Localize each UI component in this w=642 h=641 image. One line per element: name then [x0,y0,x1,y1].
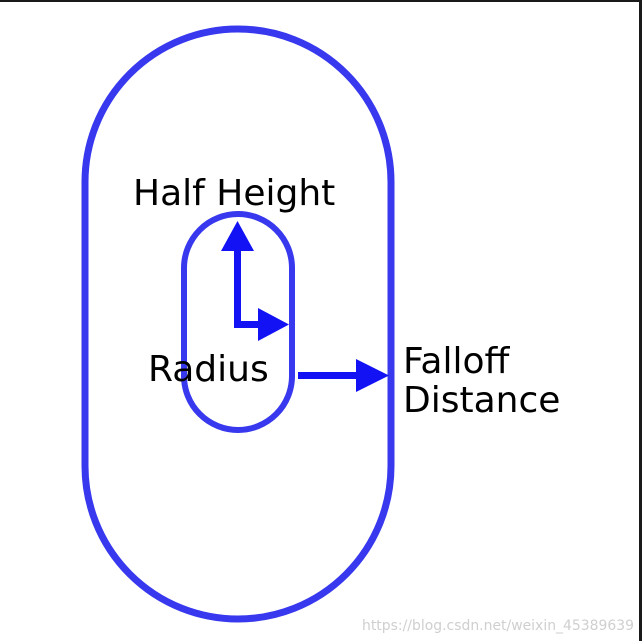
falloff-distance-arrow [298,359,389,392]
radius-arrowhead [258,308,289,341]
falloff-label-line1: Falloff [403,341,510,382]
half-height-arrowhead [221,221,254,251]
falloff-label-line2: Distance [403,380,560,421]
falloff-distance-label: Falloff Distance [403,341,560,421]
radius-label: Radius [148,349,269,390]
half-height-arrow-shaft [234,244,241,328]
frame-right-edge [639,0,642,641]
falloff-arrow-shaft [298,372,360,379]
outer-capsule [81,25,395,623]
radius-arrow-shaft [234,321,264,328]
half-height-label: Half Height [133,173,335,214]
inner-capsule [181,211,295,433]
radius-arrow [234,308,289,341]
frame-top-edge [0,0,642,2]
watermark-text: https://blog.csdn.net/weixin_45389639 [362,618,634,634]
half-height-arrow [221,221,254,328]
falloff-arrowhead [356,359,389,392]
